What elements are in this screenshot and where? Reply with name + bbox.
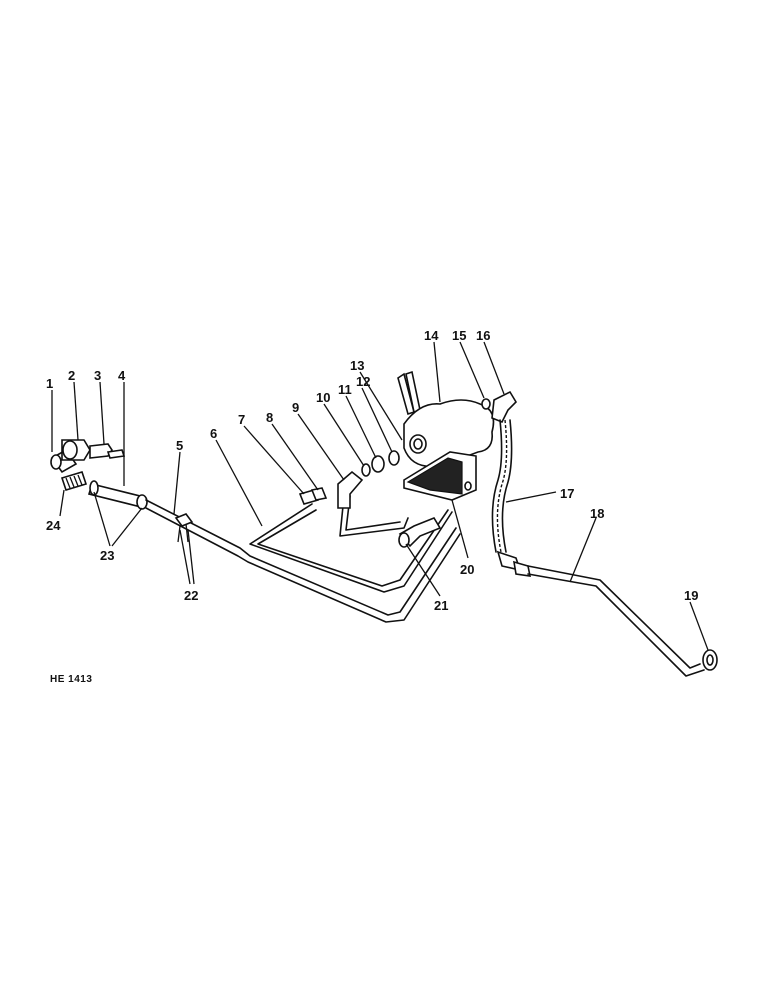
- elbow-fitting-port: [50, 454, 62, 470]
- elbow-fitting-9: [337, 470, 364, 509]
- leader-8: [271, 423, 319, 491]
- tube-5: [145, 499, 457, 616]
- leader-20: [451, 499, 469, 559]
- tube-clamp: [174, 513, 194, 543]
- tube-5-inner: [145, 507, 461, 623]
- callout-6: 6: [210, 426, 217, 441]
- tube-9: [339, 495, 409, 537]
- union-body: [310, 487, 328, 501]
- callout-7: 7: [238, 412, 245, 427]
- leader-9: [297, 413, 345, 481]
- hose-outer-a: [491, 419, 503, 553]
- tee-21-port: [398, 532, 410, 548]
- leader-23b: [111, 507, 143, 547]
- leader-24: [59, 489, 65, 517]
- leader-22b: [187, 529, 195, 585]
- callout-21: 21: [434, 598, 448, 613]
- callout-22: 22: [184, 588, 198, 603]
- tube-6: [249, 503, 453, 593]
- callout-15: 15: [452, 328, 466, 343]
- hose-clamp-right: [136, 494, 148, 510]
- leader-19: [689, 601, 709, 651]
- callout-13: 13: [350, 358, 364, 373]
- leader-2: [73, 381, 79, 441]
- callout-14: 14: [424, 328, 439, 343]
- leader-12: [361, 387, 393, 453]
- leader-3: [99, 381, 105, 445]
- tee-21-body: [398, 517, 442, 548]
- threaded-connector: [60, 471, 88, 491]
- tube-6-inner: [257, 509, 449, 587]
- callout-24: 24: [46, 518, 61, 533]
- callout-17: 17: [560, 486, 574, 501]
- valve-port-inner: [413, 438, 423, 450]
- elbow-9-body: [337, 470, 364, 509]
- main-tube: [145, 495, 461, 623]
- callout-20: 20: [460, 562, 474, 577]
- hose-braid: [496, 419, 508, 553]
- clamp-bolt: [177, 523, 189, 543]
- callout-23: 23: [100, 548, 114, 563]
- leader-11: [345, 395, 377, 459]
- leader-10: [323, 403, 365, 467]
- flexible-hose: [491, 419, 513, 553]
- hose-outer-b: [501, 419, 513, 553]
- callout-labels: 1 2 3 4 5 6 7 8 9 10 11 12 13 14 15 16 1…: [46, 328, 698, 613]
- coupling-body: [513, 560, 532, 577]
- tube-9-inner: [345, 495, 401, 531]
- leader-7: [243, 425, 305, 495]
- figure-reference: HE 1413: [50, 674, 92, 685]
- leader-17: [505, 491, 557, 503]
- tube-18: [527, 565, 701, 669]
- callout-9: 9: [292, 400, 299, 415]
- leader-13: [359, 371, 403, 441]
- bracket-shadow: [406, 457, 463, 495]
- callout-11: 11: [338, 382, 352, 397]
- callout-5: 5: [176, 438, 183, 453]
- callout-4: 4: [118, 368, 126, 383]
- washer-12: [388, 450, 400, 466]
- callout-1: 1: [46, 376, 53, 391]
- leader-6: [215, 439, 263, 527]
- bushing-fitting: [106, 449, 126, 459]
- end-fitting-19: [702, 649, 718, 671]
- leader-18: [569, 517, 597, 583]
- leader-16: [483, 341, 505, 395]
- o-ring-10: [361, 463, 371, 477]
- washer-stack: [361, 450, 400, 477]
- leader-5: [173, 451, 181, 515]
- connector-threads: [65, 474, 83, 489]
- tee-fitting-port: [62, 440, 78, 460]
- callout-19: 19: [684, 588, 698, 603]
- end-fitting-port: [706, 654, 714, 666]
- callout-2: 2: [68, 368, 75, 383]
- bracket-bolt: [464, 481, 472, 491]
- hose-clamp-left: [89, 480, 99, 496]
- tube-18-inner: [527, 573, 705, 677]
- coupling-18: [496, 550, 705, 677]
- leader-23a: [93, 491, 111, 547]
- union-fitting-7-8: [298, 487, 328, 505]
- hose-fittings-15-16: [481, 390, 518, 424]
- left-fittings-assembly: [50, 439, 148, 510]
- leader-14: [433, 341, 441, 403]
- nut-11: [371, 455, 385, 473]
- callout-12: 12: [356, 374, 370, 389]
- leader-22a: [179, 529, 191, 585]
- callout-18: 18: [590, 506, 604, 521]
- callout-16: 16: [476, 328, 490, 343]
- control-valve: [397, 370, 495, 501]
- callout-8: 8: [266, 410, 273, 425]
- elbow-16: [491, 390, 518, 424]
- leader-lines: [51, 341, 709, 651]
- leader-21: [405, 543, 441, 597]
- tee-fitting-21: [398, 517, 442, 548]
- callout-10: 10: [316, 390, 330, 405]
- o-ring-15: [481, 398, 491, 410]
- callout-3: 3: [94, 368, 101, 383]
- clamp-body: [174, 513, 194, 527]
- leader-15: [459, 341, 485, 399]
